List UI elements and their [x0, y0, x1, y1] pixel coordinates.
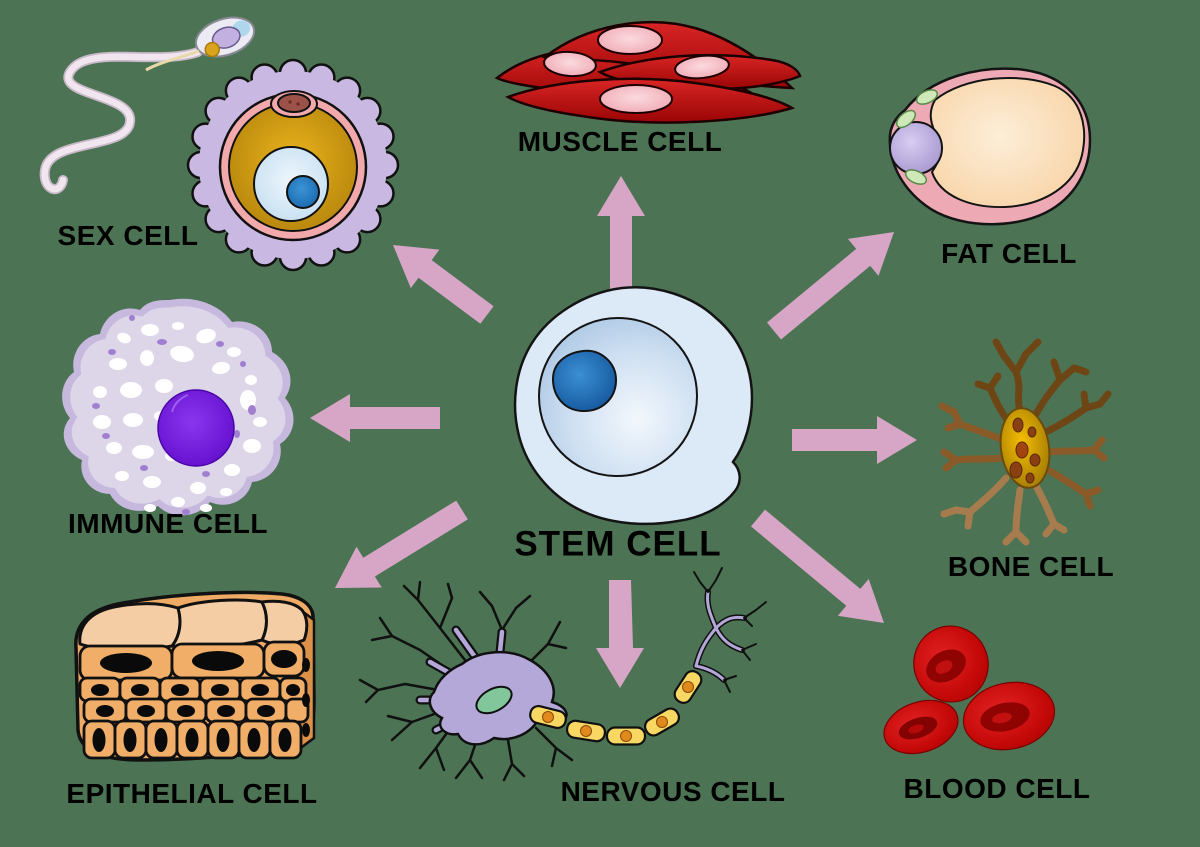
- label-blood-cell: BLOOD CELL: [903, 773, 1091, 804]
- label-sex-cell: SEX CELL: [57, 220, 199, 251]
- label-nervous-cell: NERVOUS CELL: [560, 776, 786, 807]
- red-blood-cell: [883, 699, 959, 755]
- immune-cell-nucleus: [157, 389, 235, 467]
- sperm-tail: [41, 48, 202, 193]
- sperm-cell: [39, 16, 256, 195]
- egg-polar-body: [277, 93, 311, 113]
- sex-cell-illustration: [39, 16, 400, 272]
- bone-cell-granules: [1009, 417, 1041, 484]
- egg-nucleus: [286, 175, 320, 209]
- bone-cell-illustration: [938, 338, 1112, 546]
- immune-cell-vacuoles: [93, 322, 267, 512]
- label-epithelial-cell: EPITHELIAL CELL: [66, 778, 318, 809]
- fat-cell-lipid-droplet: [929, 77, 1086, 209]
- neuron-axon-terminal: [693, 567, 767, 693]
- label-bone-cell: BONE CELL: [947, 551, 1115, 582]
- stem-cell-nucleus: [551, 349, 618, 413]
- arrow-to-immune-cell: [310, 394, 440, 442]
- egg-cell: [186, 58, 400, 272]
- label-muscle-cell: MUSCLE CELL: [517, 126, 723, 157]
- arrow-group: [310, 176, 917, 688]
- arrow-to-fat-cell: [767, 232, 894, 340]
- arrow-to-sex-cell: [393, 245, 494, 324]
- fat-cell-mitochondria: [895, 89, 939, 185]
- arrow-to-muscle-cell: [597, 176, 645, 291]
- bone-cell-dendrites-lower: [940, 474, 1068, 546]
- epithelial-cell-illustration: [74, 590, 316, 762]
- neuron-nucleus: [475, 685, 513, 715]
- arrow-to-epithelial-cell: [335, 500, 468, 588]
- label-immune-cell: IMMUNE CELL: [68, 508, 268, 539]
- neuron-myelin-nuclei: [542, 681, 694, 742]
- fat-cell-illustration: [888, 67, 1092, 226]
- blood-cell-illustration: [883, 625, 1056, 755]
- arrow-to-nervous-cell: [596, 580, 644, 688]
- immune-cell-illustration: [62, 298, 294, 516]
- epithelial-nuclei: [91, 650, 310, 752]
- muscle-cell-illustration: [494, 21, 802, 124]
- sperm-centriole: [204, 41, 221, 58]
- immune-cell-granules: [92, 315, 256, 515]
- bone-cell-dendrites-upper: [974, 338, 1112, 436]
- arrow-to-blood-cell: [751, 509, 884, 623]
- nervous-cell-illustration: [358, 567, 767, 782]
- label-stem-cell: STEM CELL: [514, 524, 722, 564]
- red-blood-cell: [913, 625, 989, 703]
- muscle-cell-nuclei: [543, 25, 730, 114]
- label-fat-cell: FAT CELL: [941, 238, 1077, 269]
- stem-cell-illustration: [513, 286, 754, 526]
- fat-cell-nucleus: [889, 121, 943, 175]
- red-blood-cell: [962, 681, 1056, 751]
- arrow-to-bone-cell: [792, 416, 917, 464]
